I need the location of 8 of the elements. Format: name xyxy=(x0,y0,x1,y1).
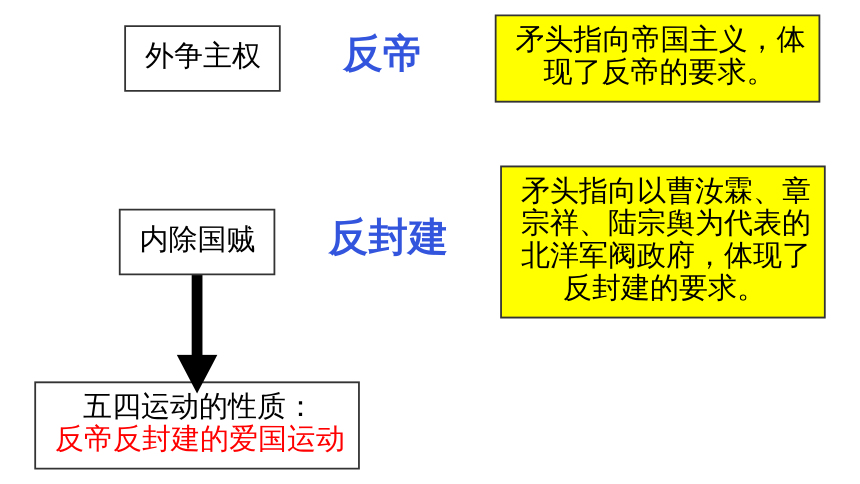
node-box: 矛头指向帝国主义，体现了反帝的要求。 xyxy=(494,14,820,103)
node-label: 反帝 xyxy=(342,30,423,77)
node-box: 五四运动的性质： 反帝反封建的爱国运动 xyxy=(34,381,360,470)
arrow xyxy=(176,275,218,394)
node-box: 外争主权 xyxy=(124,25,281,92)
node-label: 反封建 xyxy=(328,214,448,260)
node-box: 矛头指向以曹汝霖、章宗祥、陆宗舆为代表的北洋军阀政府，体现了反封建的要求。 xyxy=(500,166,826,318)
node-box: 内除国贼 xyxy=(118,208,276,276)
